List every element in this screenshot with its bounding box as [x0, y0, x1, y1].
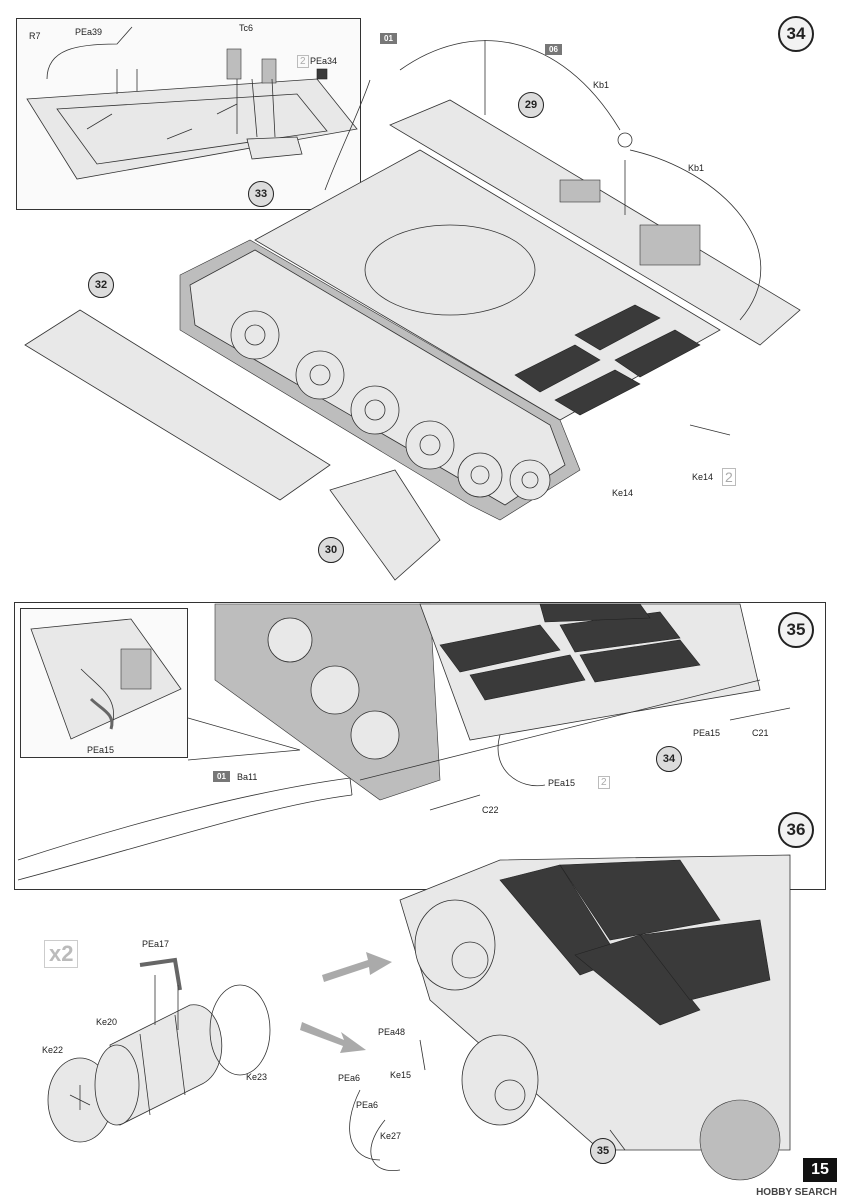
step-35-inset: PEa15 [20, 608, 188, 758]
step-35-number: 35 [778, 612, 814, 648]
label-pea6-b: PEa6 [356, 1100, 379, 1110]
label-pea15-bottom: PEa15 [548, 778, 576, 788]
engine-grilles [514, 304, 701, 416]
label-r7: R7 [29, 31, 41, 41]
road-wheels [230, 310, 551, 501]
tag-01-step35: 01 [213, 771, 230, 782]
step-34-number: 34 [778, 16, 814, 52]
qty-pea34: 2 [297, 55, 309, 68]
step-36-number: 36 [778, 812, 814, 848]
label-pea15-inset: PEa15 [87, 745, 115, 755]
label-pea6-a: PEa6 [338, 1073, 361, 1083]
step-34-inset: R7 PEa39 Tc6 2 PEa34 [16, 18, 361, 210]
label-tc6: Tc6 [239, 23, 254, 33]
label-ke27: Ke27 [380, 1131, 402, 1141]
callout-30: 30 [318, 537, 344, 563]
watermark: HOBBY SEARCH [756, 1187, 837, 1198]
inset-34-drawing [26, 26, 358, 180]
callout-34: 34 [656, 746, 682, 772]
label-pea17: PEa17 [142, 939, 170, 949]
page-number: 15 [803, 1158, 837, 1182]
label-ke14-b: Ke14 [692, 472, 714, 482]
qty-set-x2: x2 [44, 940, 79, 968]
label-ke22: Ke22 [42, 1045, 64, 1055]
label-pea15-right: PEa15 [693, 728, 721, 738]
callout-32: 32 [88, 272, 114, 298]
label-ke14-a: Ke14 [612, 488, 634, 498]
label-kb1-top: Kb1 [593, 80, 610, 90]
step-34-hull-drawing [24, 40, 801, 581]
label-c22: C22 [482, 805, 499, 815]
step-35-drawing [17, 603, 791, 881]
qty-pea15: 2 [598, 776, 610, 789]
inset-35-drawing [30, 618, 182, 740]
tag-01: 01 [380, 33, 397, 44]
qty-ke14: 2 [722, 468, 736, 486]
label-pea48: PEa48 [378, 1027, 406, 1037]
label-ke20: Ke20 [96, 1017, 118, 1027]
callout-33: 33 [248, 181, 274, 207]
label-kb1-right: Kb1 [688, 163, 705, 173]
label-c21: C21 [752, 728, 769, 738]
label-ba11: Ba11 [237, 772, 258, 782]
label-pea34: PEa34 [310, 56, 338, 66]
callout-29: 29 [518, 92, 544, 118]
tag-06: 06 [545, 44, 562, 55]
label-ke15: Ke15 [390, 1070, 412, 1080]
label-ke23: Ke23 [246, 1072, 268, 1082]
label-pea39: PEa39 [75, 27, 103, 37]
callout-35: 35 [590, 1138, 616, 1164]
